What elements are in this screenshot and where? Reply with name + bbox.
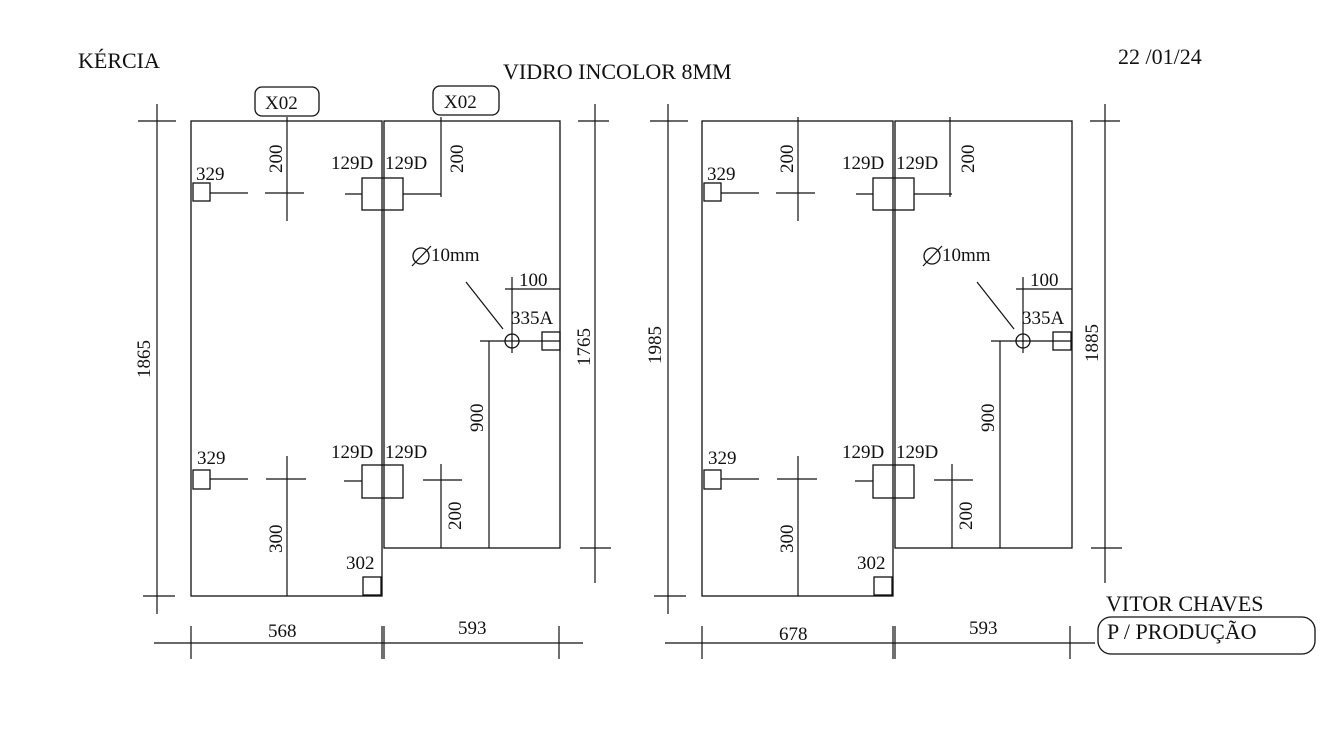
left-hinge-bottom-left: 129D (331, 442, 373, 463)
left-top-fix-box (192, 182, 211, 202)
right-hole-label: 10mm (942, 245, 991, 266)
right-hinge-top-left: 129D (842, 153, 884, 174)
right-top-offset-door: 200 (958, 145, 979, 174)
left-height-door: 1765 (574, 328, 595, 366)
left-fix-bottom-label: 329 (197, 448, 226, 469)
left-height-fixed: 1865 (134, 340, 155, 378)
left-handle-box (541, 331, 561, 351)
left-corner-code: 302 (346, 553, 375, 574)
left-handle-height: 900 (467, 404, 488, 433)
right-leader-line (976, 281, 1015, 330)
stamp-box (1097, 616, 1316, 655)
stamp-label: P / PRODUÇÃO (1107, 619, 1257, 644)
right-corner-code: 302 (857, 553, 886, 574)
left-handle-code: 335A (511, 308, 554, 329)
right-height-fixed: 1985 (645, 326, 666, 364)
right-diameter-slash (922, 245, 943, 267)
right-handle-offset: 100 (1030, 270, 1059, 291)
left-panel-drawing: X02 X02 329 200 129D 129D 200 329 300 12… (134, 85, 611, 659)
left-tag-box-2 (432, 85, 500, 116)
left-tag-2: X02 (444, 92, 477, 113)
left-bottom-fix-box (192, 469, 211, 490)
left-door-glass (383, 120, 561, 549)
left-width-fixed: 568 (268, 621, 297, 642)
right-handle-box (1052, 331, 1072, 351)
left-width-door: 593 (458, 618, 487, 639)
right-fix-bottom-label: 329 (708, 448, 737, 469)
right-hinge-bottom-right: 129D (896, 442, 938, 463)
left-bottom-offset-door: 200 (445, 502, 466, 531)
left-leader-line (465, 281, 504, 330)
drawing-title: VIDRO INCOLOR 8MM (503, 59, 732, 84)
left-tag-1: X02 (265, 93, 298, 114)
right-handle-height: 900 (978, 404, 999, 433)
left-top-offset-door: 200 (447, 145, 468, 174)
author-name: VITOR CHAVES (1106, 591, 1264, 616)
right-bottom-offset-fixed: 300 (777, 525, 798, 554)
left-hinge-top-left: 129D (331, 153, 373, 174)
right-door-glass (894, 120, 1073, 549)
left-diameter-icon (412, 247, 430, 265)
left-tag-box-1 (254, 86, 320, 117)
left-top-offset-fixed: 200 (266, 145, 287, 174)
left-hinge-bottom-right: 129D (385, 442, 427, 463)
right-width-door: 593 (969, 618, 998, 639)
left-fix-top-label: 329 (196, 164, 225, 185)
right-top-fix-box (703, 182, 722, 202)
right-width-fixed: 678 (779, 624, 808, 645)
right-handle-code: 335A (1022, 308, 1065, 329)
left-diameter-slash (411, 245, 432, 267)
right-height-door: 1885 (1082, 324, 1103, 362)
left-hinge-top-right: 129D (385, 153, 427, 174)
left-handle-offset: 100 (519, 270, 548, 291)
right-top-offset-fixed: 200 (777, 145, 798, 174)
right-panel-drawing: 329 200 129D 129D 200 329 300 129D 129D … (645, 104, 1122, 659)
right-bottom-fix-box (703, 469, 722, 490)
right-fix-top-label: 329 (707, 164, 736, 185)
right-hinge-top-right: 129D (896, 153, 938, 174)
right-bottom-offset-door: 200 (956, 502, 977, 531)
client-name: KÉRCIA (78, 48, 160, 73)
right-hinge-bottom-left: 129D (842, 442, 884, 463)
right-diameter-icon (923, 247, 941, 265)
left-hole-label: 10mm (431, 245, 480, 266)
left-corner-box (362, 576, 382, 596)
left-bottom-offset-fixed: 300 (266, 525, 287, 554)
right-corner-box (873, 576, 893, 596)
drawing-date: 22 /01/24 (1118, 44, 1202, 69)
